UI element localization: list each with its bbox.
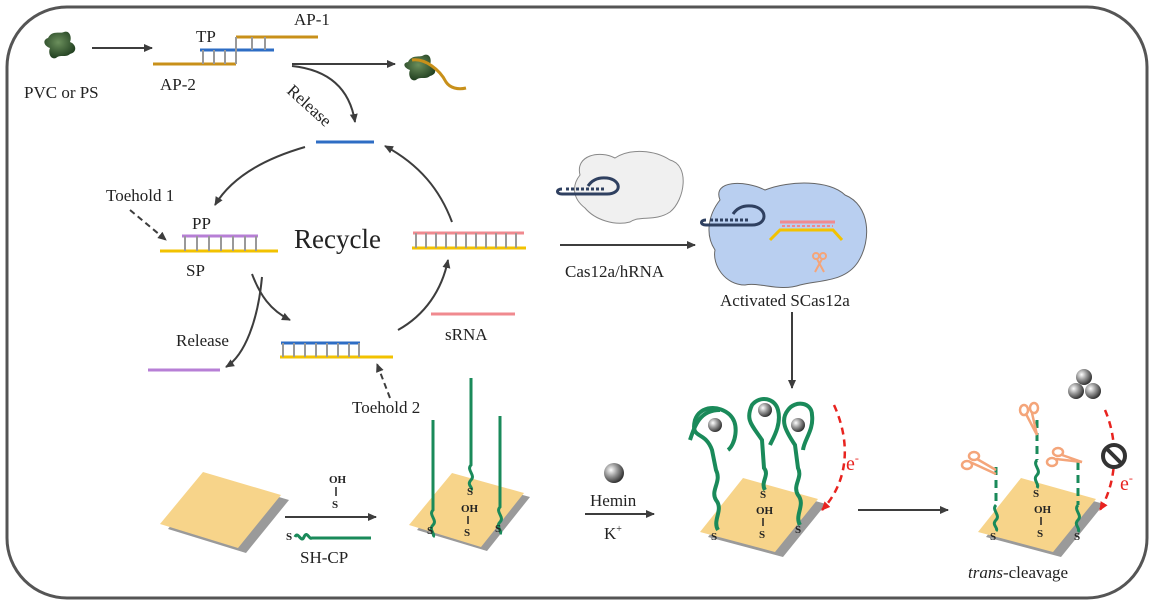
cl-oh: OH — [1034, 504, 1052, 516]
toehold2-label: Toehold 2 — [352, 398, 420, 417]
electron-label: e- — [846, 451, 859, 475]
frame-border — [5, 5, 1149, 600]
cycle-arrow-top-left — [214, 146, 306, 206]
tp-sp-intermediate — [280, 341, 393, 359]
microplastic-label: PVC or PS — [24, 83, 99, 102]
cas12a-hrna-label: Cas12a/hRNA — [565, 262, 665, 281]
recycle-label: Recycle — [294, 224, 381, 254]
gq-s-2: S — [760, 489, 766, 501]
prohibited-icon — [1101, 443, 1127, 469]
cleaved-electrode — [978, 478, 1104, 557]
release-arrow-top — [291, 65, 358, 123]
hemin-label: Hemin — [590, 491, 637, 510]
free-hemin-cluster — [1068, 369, 1101, 399]
bound-microplastic — [404, 54, 467, 91]
sp-label: SP — [186, 261, 205, 280]
arrow-to-intermediate — [251, 273, 291, 321]
probe-s-2: S — [467, 486, 473, 498]
activated-scas12a — [700, 182, 868, 289]
k-label: K+ — [604, 524, 622, 543]
scissors-icon — [1018, 401, 1040, 436]
trans-cleavage-label: trans-cleavage — [968, 563, 1068, 582]
srna-label: sRNA — [445, 325, 488, 344]
cas12a-protein — [556, 151, 684, 224]
gq-oh: OH — [756, 505, 774, 517]
toehold2-pointer — [376, 363, 391, 399]
gq-s-3: S — [795, 524, 801, 536]
ap1-label: AP-1 — [294, 10, 330, 29]
mch-oh-label: OH — [329, 474, 347, 486]
toehold1-label: Toehold 1 — [106, 186, 174, 205]
ap2-label: AP-2 — [160, 75, 196, 94]
hemin-in-gquad-2 — [758, 403, 772, 417]
cl-s-3: S — [1074, 531, 1080, 543]
capture-probes — [429, 378, 503, 539]
gquad-electrode — [700, 478, 826, 557]
electron-label-blocked: e- — [1120, 471, 1133, 495]
toehold1-pointer — [129, 209, 167, 241]
release-label-top: Release — [283, 81, 335, 130]
release-arrow-bottom — [225, 276, 263, 368]
cl-mch-s: S — [1037, 528, 1043, 540]
mch-s-label: S — [332, 499, 338, 511]
microplastic-particle — [44, 31, 76, 59]
scissors-icon — [1045, 446, 1083, 468]
probe-s-3: S — [495, 523, 501, 535]
g-quadruplexes — [688, 397, 815, 532]
gq-s-1: S — [711, 531, 717, 543]
sh-cp-s-label: S — [286, 531, 292, 543]
pp-label: PP — [192, 214, 211, 233]
bare-electrode — [160, 472, 289, 553]
sh-cp-label: SH-CP — [300, 548, 348, 567]
scissors-icon — [960, 450, 997, 476]
modified-electrode — [409, 473, 530, 551]
electron-transfer-arrow — [821, 404, 847, 511]
cl-s-2: S — [1033, 488, 1039, 500]
release-label-bottom: Release — [176, 331, 229, 350]
cl-s-1: S — [990, 531, 996, 543]
hemin-in-gquad-1 — [708, 418, 722, 432]
probe-s-1: S — [427, 525, 433, 537]
activated-scas12a-label: Activated SCas12a — [720, 291, 850, 310]
scissors-icon — [812, 252, 827, 273]
hemin-in-gquad-3 — [791, 418, 805, 432]
pp-sp-duplex — [160, 234, 278, 253]
arrow-to-srna-duplex — [397, 259, 451, 331]
mch-s-1: S — [464, 527, 470, 539]
gq-mch-s: S — [759, 529, 765, 541]
tp-label: TP — [196, 27, 216, 46]
sh-cp-probe — [293, 532, 371, 541]
mch-oh-1: OH — [461, 503, 479, 515]
aptamer-duplex — [153, 35, 318, 66]
srna-sp-duplex — [412, 231, 526, 250]
cycle-arrow-top-right — [384, 145, 453, 223]
hemin-ball — [604, 463, 624, 483]
